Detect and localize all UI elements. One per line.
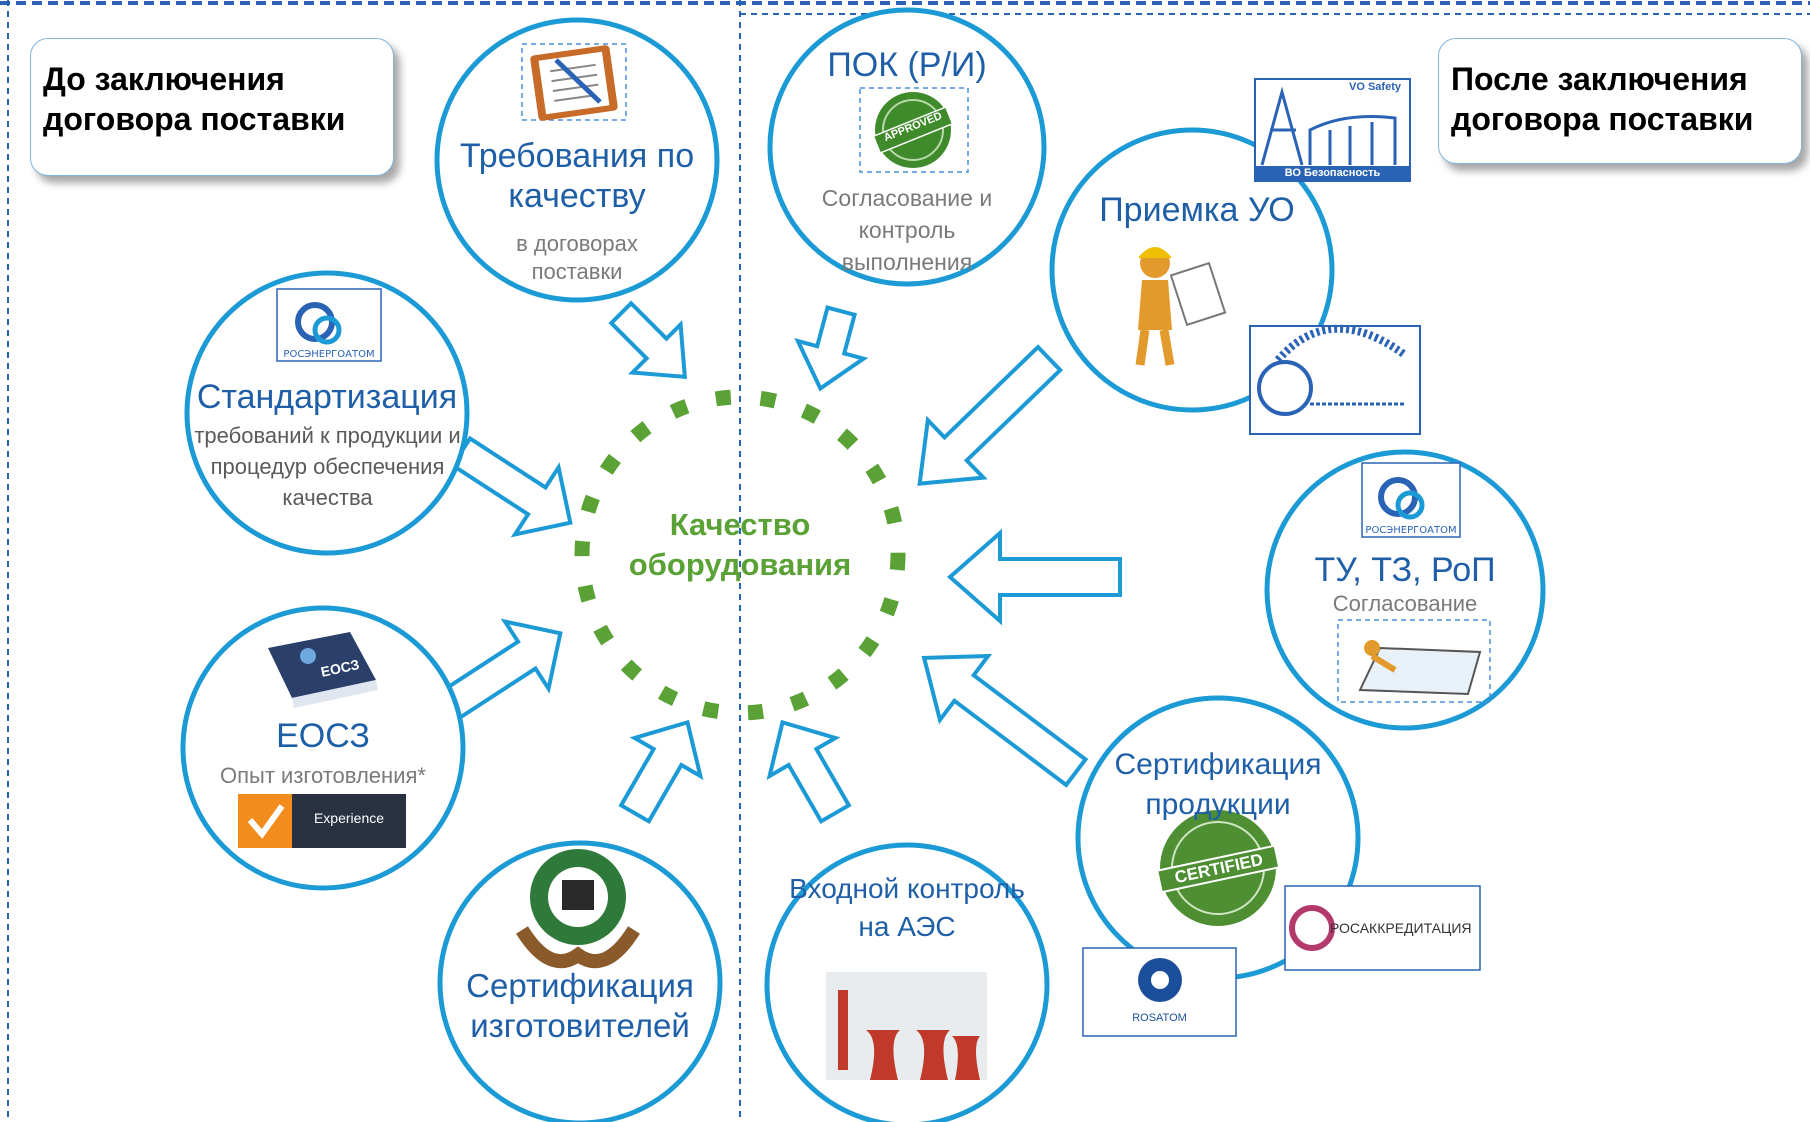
certified-stamp-icon <box>1156 810 1281 926</box>
rosaccreditation-text: РОСАККРЕДИТАЦИЯ <box>1330 920 1472 936</box>
vo-safety-logo <box>1254 78 1411 182</box>
gear-hands-icon <box>516 849 640 969</box>
eosz-subtitle: Опыт изготовления* <box>220 763 426 788</box>
pok-subtitle: Согласование и контроль выполнения <box>821 185 993 275</box>
arrow-standardization <box>449 435 573 538</box>
arrow-product-cert <box>921 653 1089 788</box>
worker-icon <box>1135 247 1227 366</box>
pok-title: ПОК (Р/И) <box>827 46 987 84</box>
vo-safety-bottom-text: ВО Безопасность <box>1284 167 1381 179</box>
rosenergoatom-logo-2 <box>1361 462 1461 538</box>
standardization-subtitle: требований к продукции и процедур обеспе… <box>194 423 461 510</box>
eosz-book-icon <box>268 632 378 708</box>
eosz-title: ЕОСЗ <box>276 717 370 755</box>
circle-standardization <box>184 270 470 556</box>
circle-manufacturer-cert <box>437 840 723 1122</box>
arrow-manufacturer-cert <box>618 719 704 825</box>
after-contract-label: После заключения договора поставки <box>1438 38 1802 164</box>
standardization-title: Стандартизация <box>196 378 458 416</box>
before-contract-label: До заключения договора поставки <box>30 38 394 176</box>
rosatom-logo <box>1082 947 1237 1037</box>
acceptance-title: Приемка УО <box>1099 191 1295 229</box>
tu-subtitle: Согласование <box>1332 591 1478 616</box>
product-cert-title: Сертификация продукции <box>1114 748 1322 821</box>
requirements-subtitle: в договорах поставки <box>516 231 638 284</box>
arrow-eosz <box>431 618 563 726</box>
requirements-title: Требования по качеству <box>459 137 695 215</box>
circle-requirements <box>434 17 720 303</box>
rosatom-text: ROSATOM <box>1132 1012 1187 1024</box>
experience-text: Experience <box>313 810 385 826</box>
center-label: Качество оборудования <box>628 507 852 582</box>
blueprint-worker-icon <box>1337 619 1491 703</box>
power-plant-icon <box>826 972 987 1080</box>
incoming-title: Входной контроль на АЭС <box>789 873 1025 942</box>
center-ring <box>574 389 906 721</box>
rosenergoatom-text-2: РОСЭНЕРГОАТОМ <box>1365 525 1457 536</box>
arrow-tu <box>946 528 1122 626</box>
clipboard-icon <box>521 43 627 121</box>
arrow-acceptance <box>917 344 1064 486</box>
experience-badge <box>238 794 406 848</box>
arrow-incoming <box>766 719 852 825</box>
rosenergoatom-logo <box>276 288 382 362</box>
arrow-pok <box>794 305 869 392</box>
arrow-requirements <box>608 300 688 380</box>
approved-stamp-icon <box>859 87 969 173</box>
manufacturer-cert-title: Сертификация изготовителей <box>466 967 694 1044</box>
tu-title: ТУ, ТЗ, РоП <box>1314 551 1496 589</box>
rosaccreditation-logo <box>1284 885 1481 971</box>
sc-logo <box>1249 324 1421 435</box>
rosenergoatom-text: РОСЭНЕРГОАТОМ <box>283 349 375 360</box>
vo-safety-text: VO Safety <box>1349 81 1401 93</box>
